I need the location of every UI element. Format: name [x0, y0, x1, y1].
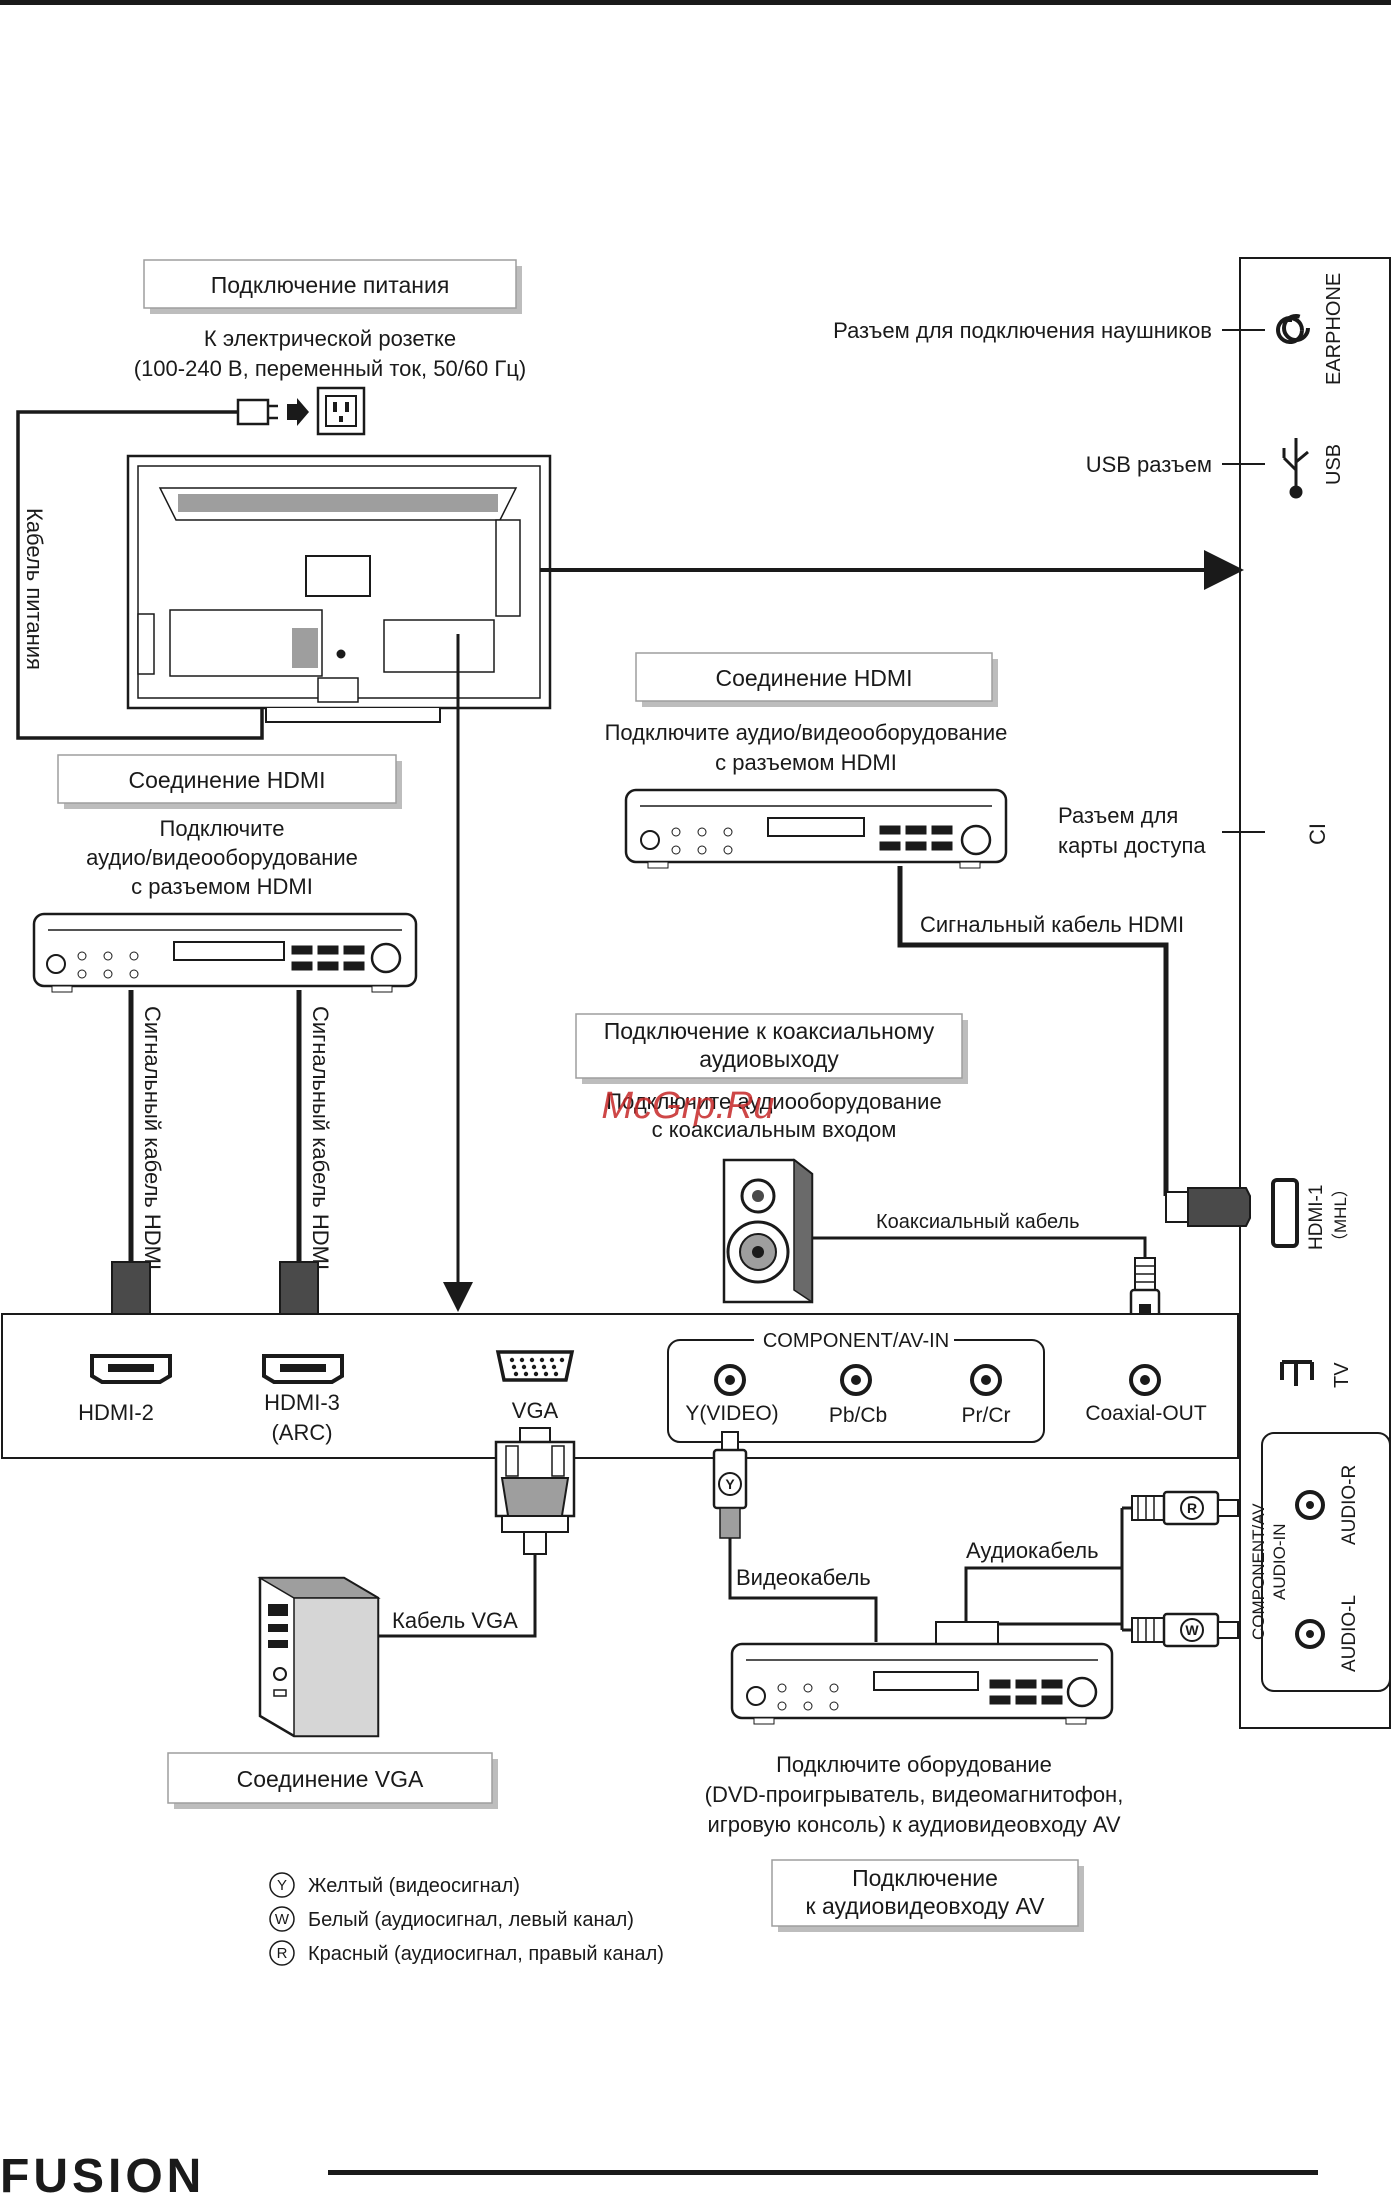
- legend-y-letter: Y: [277, 1877, 287, 1894]
- dvd-player-illustration: [730, 1642, 1114, 1725]
- component-av-audio-label: COMPONENT/AV: [1249, 1503, 1268, 1640]
- legend-w-letter: W: [275, 1911, 290, 1928]
- usb-description: USB разъем: [1086, 452, 1212, 477]
- usb-icon: [1282, 438, 1309, 499]
- power-socket-icon: [316, 386, 366, 436]
- vga-port-label: VGA: [512, 1398, 559, 1423]
- watermark: McGrp.Ru: [601, 1085, 774, 1127]
- w-rca-plug-letter: W: [1185, 1622, 1199, 1638]
- video-cable: [728, 1538, 878, 1642]
- av-receiver-right-illustration: [624, 788, 1008, 869]
- dvd-audio-out-block: [935, 1621, 999, 1647]
- coax-box: [575, 1013, 963, 1079]
- y-rca-plug-icon: [712, 1431, 748, 1539]
- fusion-logo: FUSION: [0, 2150, 205, 2203]
- pc-tower-icon: [257, 1576, 381, 1738]
- coax-description-2: с коаксиальным входом: [652, 1117, 897, 1142]
- ci-description-2: карты доступа: [1058, 833, 1206, 858]
- hdmi3-cable-label: Сигнальный кабель HDMI: [308, 1006, 333, 1270]
- audio-cable: [964, 1508, 1124, 1626]
- av-description-3: игровую консоль) к аудиовидеовходу AV: [707, 1812, 1120, 1837]
- av-box: [771, 1859, 1079, 1927]
- vga-port: [495, 1350, 575, 1382]
- legend: Y Желтый (видеосигнал) W Белый (аудиосиг…: [269, 1872, 664, 1966]
- hdmi-left-box-title: Соединение HDMI: [129, 767, 326, 793]
- legend-w-text: Белый (аудиосигнал, левый канал): [308, 1909, 634, 1931]
- audio-in-label: AUDIO-IN: [1270, 1524, 1289, 1601]
- hdmi3-arc-label: (ARC): [271, 1420, 332, 1445]
- audio-in-panel: [1261, 1432, 1391, 1692]
- pr-label: Pr/Cr: [962, 1404, 1011, 1427]
- av-box-title-2: к аудиовидеовходу AV: [806, 1893, 1046, 1919]
- hdmi2-port: [90, 1354, 172, 1384]
- power-box: [143, 259, 517, 309]
- legend-y-text: Желтый (видеосигнал): [308, 1875, 520, 1897]
- top-rule: [0, 0, 1391, 5]
- hdmi-left-box: [57, 754, 397, 804]
- audio-r-label: AUDIO-R: [1339, 1465, 1360, 1545]
- vga-cable-label: Кабель VGA: [392, 1608, 518, 1633]
- av-description-2: (DVD-проигрыватель, видеомагнитофон,: [705, 1782, 1124, 1807]
- audio-cable-label: Аудиокабель: [966, 1538, 1099, 1563]
- hdmi3-port: [262, 1354, 344, 1384]
- r-rca-plug-icon: [1131, 1490, 1239, 1526]
- hdmi-right-cable: [897, 866, 1169, 1196]
- outlet-description-2: (100-240 В, переменный ток, 50/60 Гц): [134, 356, 527, 381]
- earphone-port-label: EARPHONE: [1323, 273, 1345, 385]
- power-plug-icon: [236, 398, 309, 426]
- tv-rear-illustration: [126, 454, 552, 723]
- hdmi1-plug-icon: [1165, 1187, 1251, 1227]
- hdmi-left-description-2: аудио/видеооборудование: [86, 845, 358, 870]
- vga-plug-icon: [494, 1427, 576, 1555]
- hdmi-signal-cable-label: Сигнальный кабель HDMI: [920, 912, 1184, 937]
- hdmi1-mhl-label: （MHL）: [1331, 1180, 1350, 1250]
- bottom-panel: [1, 1313, 1239, 1459]
- video-cable-label: Видеокабель: [736, 1565, 871, 1590]
- coax-cable-label: Коаксиальный кабель: [876, 1211, 1080, 1233]
- hdmi-left-description-3: с разъемом HDMI: [131, 874, 313, 899]
- earphone-description: Разъем для подключения наушников: [833, 318, 1212, 343]
- pb-label: Pb/Cb: [829, 1404, 887, 1427]
- vga-cable: [378, 1554, 537, 1638]
- coax-out-label: Coaxial-OUT: [1085, 1402, 1207, 1425]
- tv-port-label: TV: [1331, 1362, 1353, 1388]
- r-rca-plug-letter: R: [1187, 1500, 1197, 1516]
- legend-r-text: Красный (аудиосигнал, правый канал): [308, 1943, 664, 1965]
- av-receiver-left-illustration: [32, 912, 418, 993]
- power-box-title: Подключение питания: [211, 272, 450, 298]
- power-cable-label: Кабель питания: [22, 508, 47, 670]
- coax-cable: [812, 1236, 1147, 1258]
- hdmi1-port-label: HDMI-1: [1306, 1185, 1327, 1250]
- y-video-label: Y(VIDEO): [685, 1402, 778, 1425]
- usb-port-label: USB: [1323, 444, 1345, 485]
- audio-l-label: AUDIO-L: [1339, 1595, 1360, 1672]
- outlet-description-1: К электрической розетке: [204, 326, 456, 351]
- antenna-icon: [1280, 1360, 1314, 1386]
- w-rca-plug-icon: [1131, 1612, 1239, 1648]
- legend-r-letter: R: [277, 1945, 288, 1962]
- hdmi-right-description-1: Подключите аудио/видеооборудование: [605, 720, 1008, 745]
- coax-description-1: Подключите аудиооборудование: [606, 1089, 941, 1114]
- hdmi-right-box-title: Соединение HDMI: [716, 665, 913, 691]
- hdmi-left-description-1: Подключите: [160, 816, 285, 841]
- hdmi2-port-label: HDMI-2: [78, 1400, 154, 1425]
- footer-rule: [328, 2170, 1318, 2175]
- ci-port-label: CI: [1305, 823, 1330, 845]
- hdmi3-port-label: HDMI-3: [264, 1390, 340, 1415]
- ci-description-1: Разъем для: [1058, 803, 1178, 828]
- y-rca-plug-letter: Y: [725, 1476, 735, 1492]
- hdmi-right-box: [635, 652, 993, 702]
- component-group-label: COMPONENT/AV-IN: [763, 1330, 949, 1352]
- av-description-1: Подключите оборудование: [776, 1752, 1052, 1777]
- hdmi1-port: [1271, 1178, 1299, 1248]
- speaker-icon: [722, 1158, 814, 1304]
- coax-box-title-1: Подключение к коаксиальному: [604, 1018, 935, 1044]
- hdmi-right-description-2: с разъемом HDMI: [715, 750, 897, 775]
- hdmi2-cable-label: Сигнальный кабель HDMI: [140, 1006, 165, 1270]
- vga-box-title: Соединение VGA: [237, 1766, 424, 1792]
- coax-box-title-2: аудиовыходу: [699, 1046, 839, 1072]
- vga-box: [167, 1752, 493, 1804]
- av-box-title-1: Подключение: [852, 1865, 998, 1891]
